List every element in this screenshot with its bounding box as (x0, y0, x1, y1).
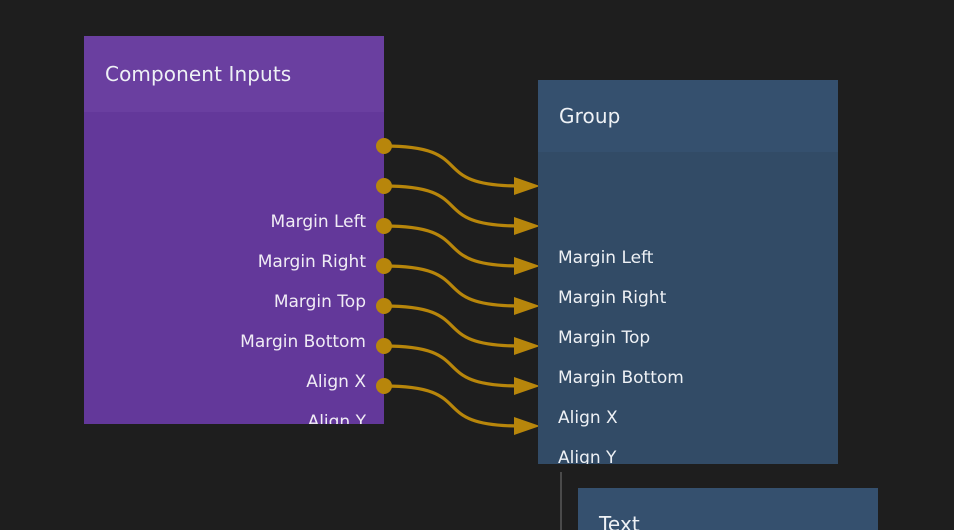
input-port-label: Margin Right (558, 288, 667, 308)
input-port-row[interactable]: Align Y (558, 448, 616, 464)
output-port-label: Margin Top (273, 292, 366, 312)
input-port-row[interactable]: Margin Top (558, 328, 650, 348)
output-port-label: Margin Right (257, 252, 366, 272)
output-port-row[interactable]: Margin Top (274, 292, 366, 312)
input-port-label: Margin Left (558, 248, 654, 268)
input-port-row[interactable]: Margin Left (558, 248, 653, 268)
output-port-connector[interactable] (376, 138, 392, 154)
output-port-connector[interactable] (376, 378, 392, 394)
output-port-connector[interactable] (376, 298, 392, 314)
node-component-inputs-title: Component Inputs (84, 36, 384, 112)
input-port-row[interactable]: Align X (558, 408, 618, 428)
output-port-connector[interactable] (376, 178, 392, 194)
output-port-connector[interactable] (376, 218, 392, 234)
input-port-label: Margin Bottom (558, 368, 684, 388)
output-port-label: Margin Left (270, 212, 366, 232)
output-port-row[interactable]: Margin Left (271, 212, 366, 232)
input-port-row[interactable]: Margin Right (558, 288, 666, 308)
node-text-title: Text (578, 488, 878, 530)
output-port-label: Align X (306, 372, 366, 392)
node-group-title: Group (538, 80, 838, 152)
output-port-label: Align Y (307, 412, 366, 424)
output-port-row[interactable]: Margin Right (258, 252, 366, 272)
output-port-row[interactable]: Margin Bottom (240, 332, 366, 352)
output-port-connector[interactable] (376, 338, 392, 354)
output-port-label: Margin Bottom (240, 332, 366, 352)
output-port-connector[interactable] (376, 258, 392, 274)
input-port-row[interactable]: Margin Bottom (558, 368, 684, 388)
node-text[interactable]: Text (578, 488, 878, 530)
output-port-row[interactable]: Align X (306, 372, 366, 392)
output-port-row[interactable]: Align Y (308, 412, 366, 424)
input-port-label: Align X (558, 408, 618, 428)
group-indent-guide (560, 472, 562, 530)
input-port-label: Align Y (558, 448, 617, 464)
input-port-label: Margin Top (558, 328, 651, 348)
